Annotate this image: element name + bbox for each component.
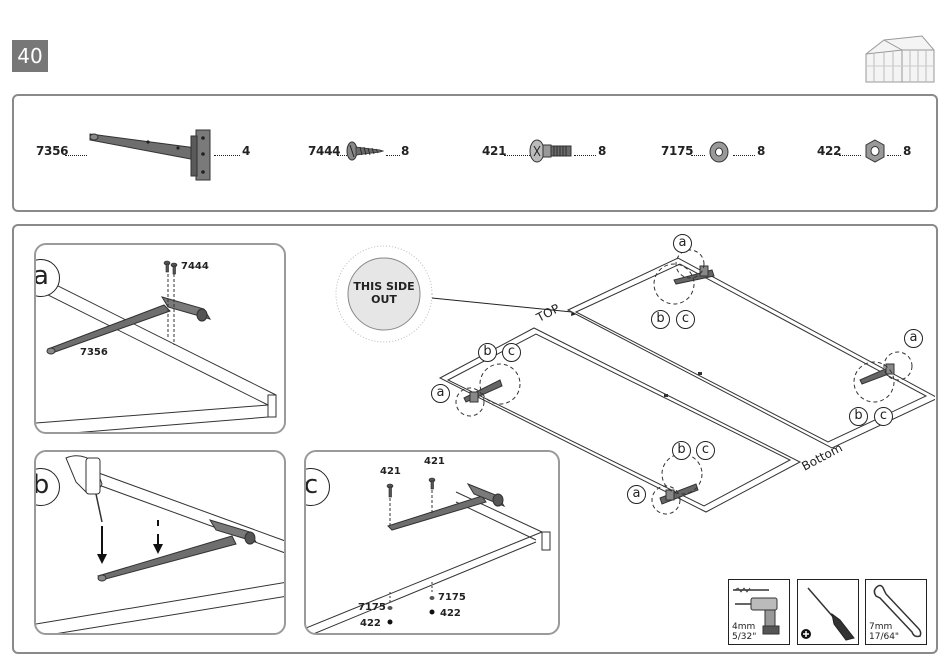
part-422: 422 8 bbox=[817, 96, 927, 210]
leader-dots bbox=[887, 154, 901, 156]
badge-line-1: THIS SIDE bbox=[344, 280, 424, 293]
wood-screw-icon bbox=[346, 140, 384, 162]
part-qty: 8 bbox=[757, 144, 765, 158]
callout-a: a bbox=[627, 485, 646, 504]
part-code: 7356 bbox=[36, 144, 68, 158]
callout-a: a bbox=[673, 234, 692, 253]
callout-c: c bbox=[696, 441, 715, 460]
callout-b: b bbox=[672, 441, 691, 460]
screw-code-label: 7444 bbox=[181, 261, 209, 272]
washer-icon bbox=[708, 140, 730, 164]
screwdriver-tool-box bbox=[797, 579, 859, 645]
page-number: 40 bbox=[12, 40, 48, 72]
parts-panel: 7356 4 7444 8 421 bbox=[12, 94, 938, 212]
leader-dots bbox=[214, 154, 240, 156]
door-overview-drawing bbox=[320, 230, 935, 530]
callout-a: a bbox=[904, 329, 923, 348]
nut-code-right: 422 bbox=[440, 608, 461, 619]
part-7356: 7356 4 bbox=[36, 96, 256, 210]
step-a-panel: a 7444 7356 bbox=[34, 243, 286, 434]
callout-a: a bbox=[431, 384, 450, 403]
callout-b: b bbox=[651, 310, 670, 329]
washer-code-right: 7175 bbox=[438, 592, 466, 603]
shed-icon bbox=[862, 32, 938, 86]
drill-tool-box: 4mm 5/32" bbox=[728, 579, 790, 645]
step-b-drawing bbox=[36, 452, 286, 635]
wrench-size: 7mm 17/64" bbox=[869, 622, 899, 642]
callout-c: c bbox=[874, 407, 893, 426]
callout-b: b bbox=[478, 343, 497, 362]
leader-dots bbox=[574, 154, 596, 156]
part-7444: 7444 8 bbox=[308, 96, 428, 210]
part-qty: 8 bbox=[598, 144, 606, 158]
part-421: 421 8 bbox=[482, 96, 612, 210]
washer-code-left: 7175 bbox=[358, 602, 386, 613]
screwdriver-icon bbox=[798, 580, 858, 644]
drill-size: 4mm 5/32" bbox=[732, 622, 756, 642]
part-code: 421 bbox=[482, 144, 506, 158]
leader-dots bbox=[839, 154, 861, 156]
step-a-drawing bbox=[36, 245, 286, 434]
badge-line-2: OUT bbox=[344, 293, 424, 306]
callout-b: b bbox=[849, 407, 868, 426]
callout-c: c bbox=[502, 343, 521, 362]
part-code: 422 bbox=[817, 144, 841, 158]
leader-dots bbox=[691, 154, 705, 156]
part-qty: 4 bbox=[242, 144, 250, 158]
callout-c: c bbox=[676, 310, 695, 329]
part-code: 7175 bbox=[661, 144, 693, 158]
this-side-out-badge: THIS SIDE OUT bbox=[344, 280, 424, 306]
bolt-icon bbox=[529, 138, 573, 164]
nut-icon bbox=[863, 138, 887, 164]
hinge-code-label: 7356 bbox=[80, 347, 108, 358]
t-hinge-icon bbox=[88, 126, 218, 184]
leader-dots bbox=[386, 154, 400, 156]
part-code: 7444 bbox=[308, 144, 340, 158]
leader-dots bbox=[733, 154, 755, 156]
part-qty: 8 bbox=[903, 144, 911, 158]
part-7175: 7175 8 bbox=[661, 96, 771, 210]
part-qty: 8 bbox=[401, 144, 409, 158]
step-b-panel: b bbox=[34, 450, 286, 635]
nut-code-left: 422 bbox=[360, 618, 381, 629]
wrench-tool-box: 7mm 17/64" bbox=[865, 579, 927, 645]
leader-dots bbox=[65, 154, 87, 156]
leader-dots bbox=[504, 154, 530, 156]
